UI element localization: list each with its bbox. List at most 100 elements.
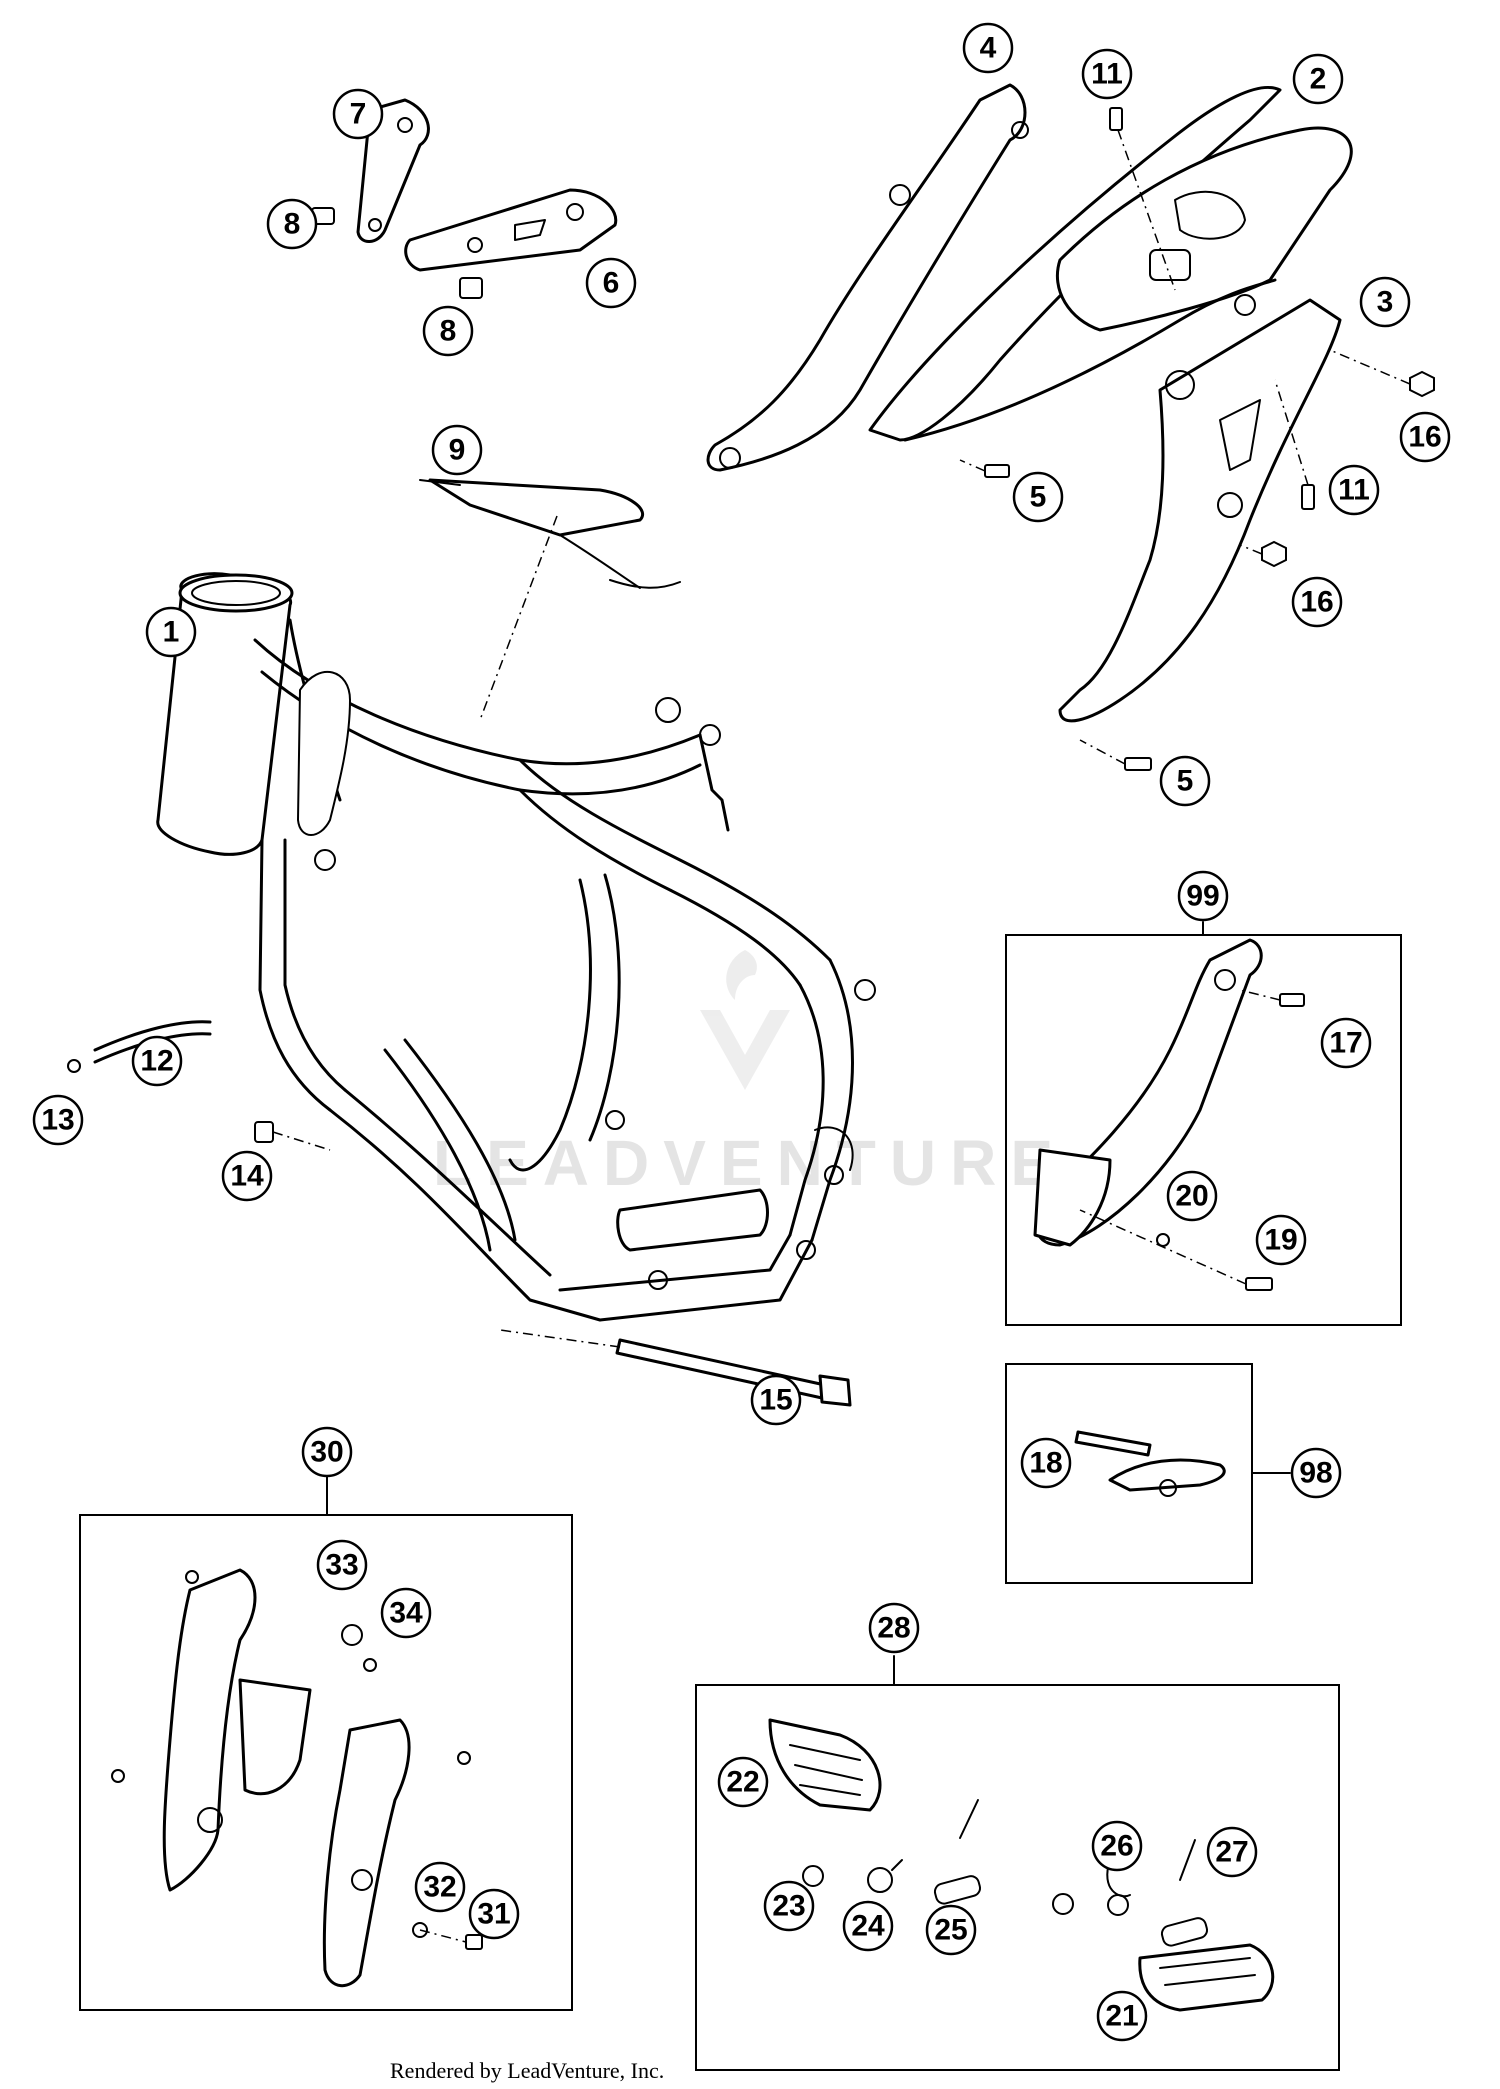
callout-7: 7	[332, 88, 384, 140]
bolt-19	[1245, 1277, 1273, 1291]
svg-text:2: 2	[1310, 63, 1327, 96]
callout-24: 24	[842, 1900, 894, 1952]
callout-14: 14	[221, 1150, 273, 1202]
svg-text:4: 4	[980, 32, 997, 65]
plug-14	[254, 1121, 274, 1143]
bolt-11-upper	[1109, 107, 1123, 131]
plate-9	[419, 478, 681, 589]
svg-text:23: 23	[772, 1890, 805, 1923]
svg-text:7: 7	[350, 98, 367, 131]
svg-text:21: 21	[1105, 2000, 1138, 2033]
callout-8-lower: 8	[422, 305, 474, 357]
washer-23	[802, 1865, 824, 1887]
svg-text:34: 34	[389, 1597, 423, 1630]
callout-12: 12	[131, 1035, 183, 1087]
clip-34	[363, 1658, 377, 1672]
svg-text:16: 16	[1408, 421, 1441, 454]
svg-text:8: 8	[440, 315, 457, 348]
callout-98: 98	[1290, 1447, 1342, 1499]
svg-text:14: 14	[230, 1160, 264, 1193]
callout-6: 6	[585, 257, 637, 309]
washer-28b	[1052, 1893, 1074, 1915]
watermark-text: LEADVENTURE	[433, 1127, 1067, 1199]
svg-text:19: 19	[1264, 1224, 1297, 1257]
svg-text:5: 5	[1030, 481, 1047, 514]
svg-text:12: 12	[140, 1045, 173, 1078]
callout-34: 34	[380, 1587, 432, 1639]
callout-9: 9	[431, 424, 483, 476]
callout-13: 13	[32, 1094, 84, 1146]
svg-text:11: 11	[1091, 58, 1123, 91]
svg-text:8: 8	[284, 208, 301, 241]
callout-16-lower: 16	[1291, 576, 1343, 628]
screw-31	[465, 1934, 483, 1950]
svg-text:17: 17	[1329, 1027, 1362, 1060]
callout-31: 31	[468, 1888, 520, 1940]
svg-text:99: 99	[1186, 880, 1219, 913]
svg-text:31: 31	[477, 1898, 510, 1931]
leader-lines	[272, 129, 1411, 1943]
callout-2: 2	[1292, 53, 1344, 105]
spring-24	[867, 1859, 903, 1893]
svg-text:20: 20	[1175, 1180, 1208, 1213]
callout-26: 26	[1091, 1820, 1143, 1872]
callout-5-lower: 5	[1159, 755, 1211, 807]
svg-text:18: 18	[1029, 1447, 1062, 1480]
callout-21: 21	[1096, 1990, 1148, 2042]
svg-text:24: 24	[851, 1910, 885, 1943]
bolt-11-lower	[1301, 484, 1315, 510]
bracket-7	[356, 98, 430, 243]
svg-text:22: 22	[726, 1766, 759, 1799]
screw-30a	[185, 1570, 199, 1584]
callout-99: 99	[1177, 870, 1229, 922]
svg-text:9: 9	[449, 434, 466, 467]
svg-text:26: 26	[1100, 1830, 1133, 1863]
callout-30: 30	[301, 1426, 353, 1478]
footer-credit: Rendered by LeadVenture, Inc.	[390, 2058, 665, 2083]
bolt-17	[1279, 993, 1305, 1007]
footpeg-22	[768, 1718, 882, 1812]
callout-32: 32	[414, 1861, 466, 1913]
callout-22: 22	[717, 1756, 769, 1808]
bolt-15	[615, 1338, 852, 1407]
callout-23: 23	[763, 1880, 815, 1932]
callout-4: 4	[962, 22, 1014, 74]
pin-25	[933, 1875, 982, 1905]
chain-guide	[1033, 938, 1263, 1247]
callout-15: 15	[750, 1374, 802, 1426]
washer-20	[1156, 1233, 1170, 1247]
svg-text:15: 15	[759, 1384, 792, 1417]
callout-5-upper: 5	[1012, 471, 1064, 523]
pin-28b	[1160, 1917, 1209, 1947]
svg-text:3: 3	[1377, 286, 1394, 319]
nut-16-upper	[1409, 370, 1435, 398]
footpeg-21	[1138, 1943, 1275, 2012]
main-frame	[156, 572, 876, 1322]
svg-text:6: 6	[603, 267, 620, 300]
bolt-5-upper	[984, 464, 1010, 478]
frame-guard-right	[322, 1718, 411, 1988]
subframe-side-right	[1058, 294, 1342, 723]
frame-guard-left	[162, 1568, 312, 1892]
cotter-pin-a	[959, 1799, 979, 1839]
screw-30c	[457, 1751, 471, 1765]
cotter-pin-27	[1179, 1839, 1196, 1881]
callout-11-lower: 11	[1328, 464, 1380, 516]
callout-25: 25	[925, 1904, 977, 1956]
svg-text:32: 32	[423, 1871, 456, 1904]
callout-3: 3	[1359, 276, 1411, 328]
svg-text:16: 16	[1300, 586, 1333, 619]
callout-8-upper: 8	[266, 198, 318, 250]
clip-33	[341, 1624, 363, 1646]
clamp-13	[67, 1059, 81, 1073]
callout-1: 1	[145, 606, 197, 658]
subframe-side-left	[706, 83, 1029, 472]
box-28	[695, 1684, 1340, 2071]
svg-text:98: 98	[1299, 1457, 1332, 1490]
callout-33: 33	[316, 1539, 368, 1591]
callout-18: 18	[1020, 1437, 1072, 1489]
callout-20: 20	[1166, 1170, 1218, 1222]
callout-16-upper: 16	[1399, 411, 1451, 463]
bolt-5-lower	[1124, 757, 1152, 771]
